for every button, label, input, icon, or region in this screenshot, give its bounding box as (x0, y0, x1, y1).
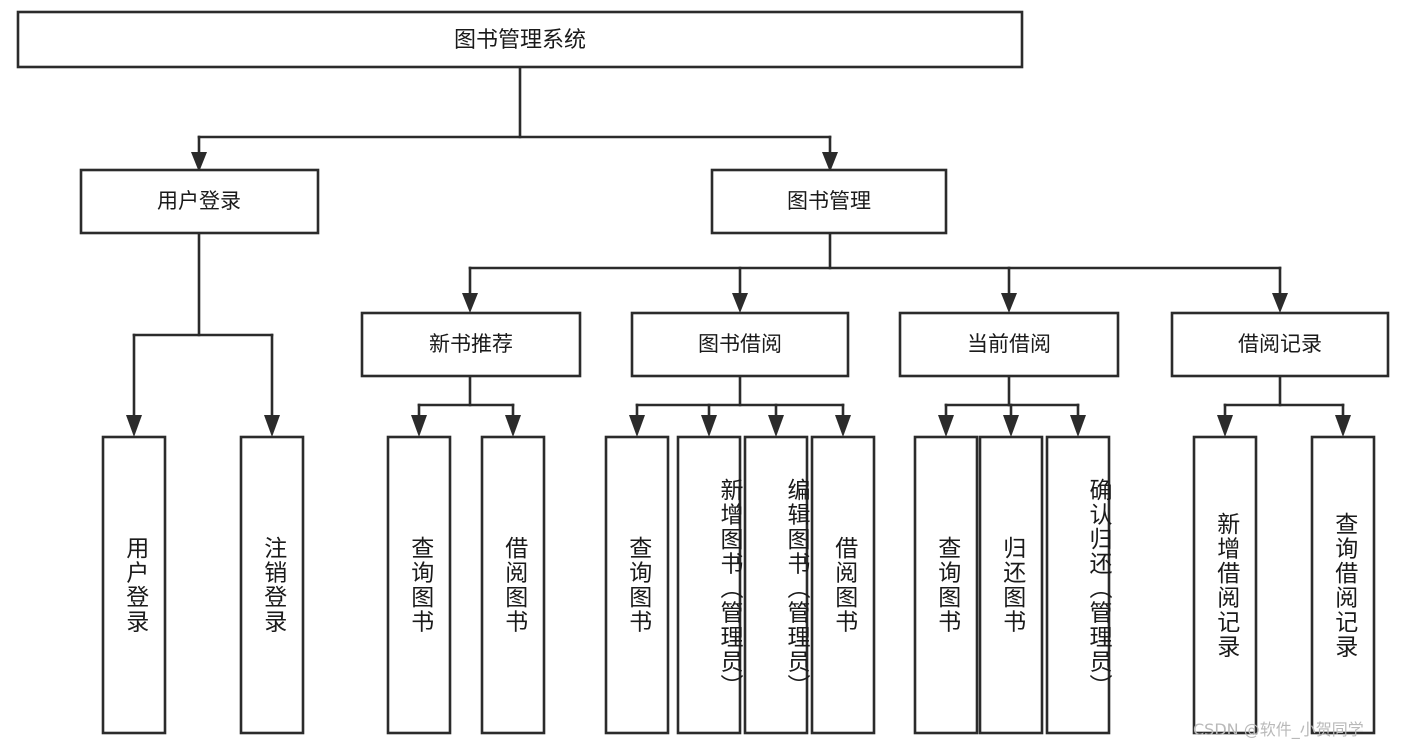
node-book-borrow[interactable]: 图书借阅 (630, 311, 850, 378)
leaf-box-bb-add-book-admin[interactable] (676, 435, 742, 735)
node-new-book-recommend[interactable]: 新书推荐 (360, 311, 582, 378)
leaf-box-bb-query-book[interactable] (604, 435, 670, 735)
connector-borrowrecord-to-leaves (1217, 374, 1351, 437)
connector-bookborrow-to-leaves (629, 374, 851, 437)
leaf-box-nb-query-book[interactable] (386, 435, 452, 735)
connector-bookmgmt-to-level3 (462, 231, 1288, 313)
leaf-box-cb-query-book[interactable] (913, 435, 979, 735)
leaf-box-cb-confirm-return-admin[interactable] (1045, 435, 1111, 735)
leaf-box-br-query-record[interactable] (1310, 435, 1376, 735)
leaf-box-bb-borrow-book[interactable] (810, 435, 876, 735)
node-user-login[interactable]: 用户登录 (79, 168, 320, 235)
leaf-box-nb-borrow-book[interactable] (480, 435, 546, 735)
leaf-box-user-login[interactable] (101, 435, 167, 735)
connector-root-to-level2 (191, 65, 838, 172)
node-book-management[interactable]: 图书管理 (710, 168, 948, 235)
connector-newbook-to-leaves (411, 374, 521, 437)
node-current-borrow[interactable]: 当前借阅 (898, 311, 1120, 378)
node-book-borrow-label: 图书借阅 (698, 332, 782, 356)
node-root-book-management-system[interactable]: 图书管理系统 (16, 10, 1024, 69)
connector-userlogin-to-leaves (126, 231, 280, 437)
node-user-login-label: 用户登录 (157, 189, 241, 213)
node-borrow-record-label: 借阅记录 (1238, 332, 1322, 356)
leaf-box-bb-edit-book-admin[interactable] (743, 435, 809, 735)
watermark-csdn: CSDN @软件_小贺同学 (1193, 720, 1364, 739)
node-book-management-label: 图书管理 (787, 189, 871, 213)
node-current-borrow-label: 当前借阅 (967, 332, 1051, 356)
node-borrow-record[interactable]: 借阅记录 (1170, 311, 1390, 378)
leaf-box-cb-return-book[interactable] (978, 435, 1044, 735)
node-root-label: 图书管理系统 (454, 28, 586, 53)
connector-currentborrow-to-leaves (938, 374, 1086, 437)
leaf-box-br-add-record[interactable] (1192, 435, 1258, 735)
node-new-book-recommend-label: 新书推荐 (429, 332, 513, 356)
leaf-box-logout-login[interactable] (239, 435, 305, 735)
